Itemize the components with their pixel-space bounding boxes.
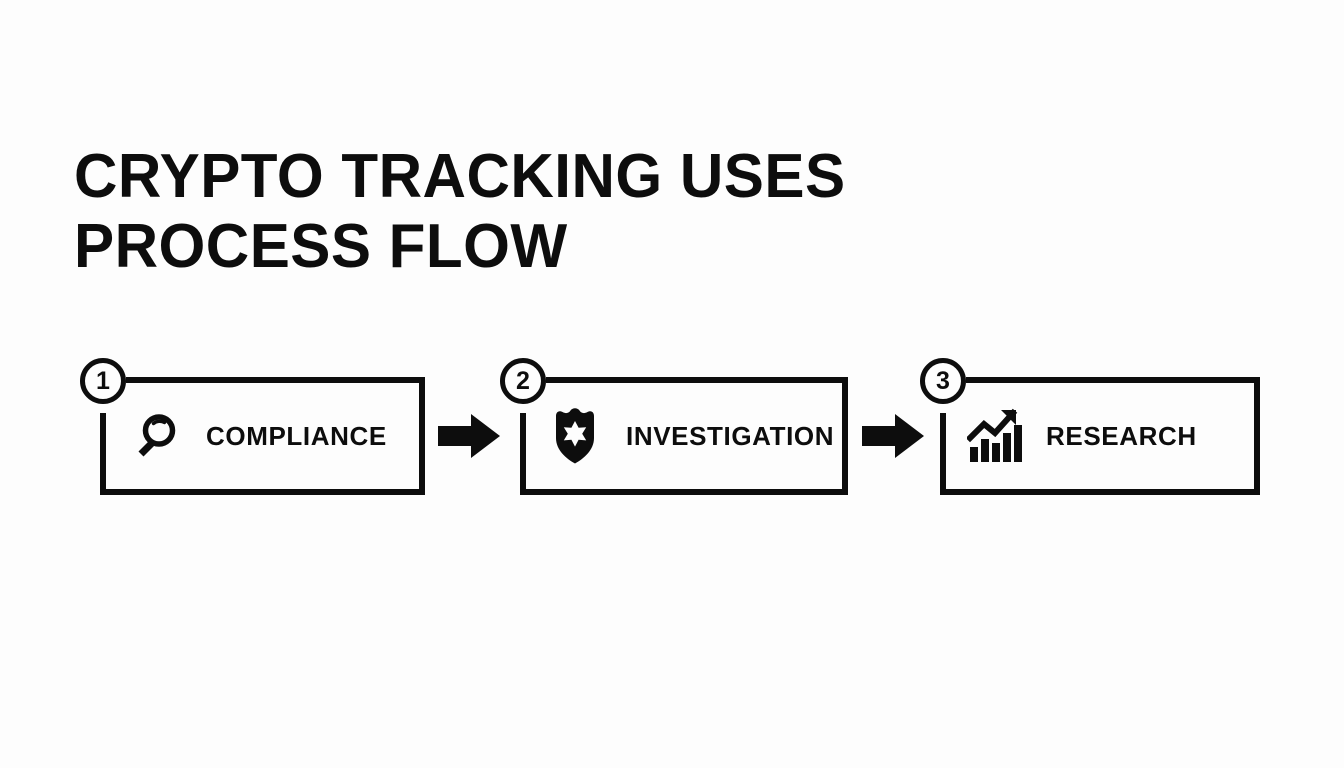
- step-label: INVESTIGATION: [626, 420, 835, 451]
- flow-step-research[interactable]: 3 RESEARCH: [920, 355, 1260, 505]
- step-number-badge: 3: [920, 358, 966, 404]
- step-number-badge: 1: [80, 358, 126, 404]
- police-badge-icon: [546, 407, 604, 465]
- arrow-right-icon: [862, 413, 924, 459]
- arrow-right-icon: [438, 413, 500, 459]
- magnifying-glass-icon: [126, 407, 184, 465]
- step-box: [520, 377, 848, 495]
- step-number-badge: 2: [500, 358, 546, 404]
- flow-step-investigation[interactable]: 2 INVESTIGATION: [500, 355, 848, 505]
- step-content: COMPLIANCE: [100, 377, 425, 495]
- step-label: RESEARCH: [1046, 420, 1197, 451]
- process-flow: 1 COMPLIANCE 2: [0, 355, 1344, 515]
- step-label: COMPLIANCE: [206, 420, 387, 451]
- step-content: RESEARCH: [940, 377, 1260, 495]
- step-content: INVESTIGATION: [520, 377, 848, 495]
- step-box: [100, 377, 425, 495]
- step-box: [940, 377, 1260, 495]
- page-title: CRYPTO TRACKING USES PROCESS FLOW: [74, 142, 846, 281]
- bar-chart-growth-icon: [966, 407, 1024, 465]
- flow-step-compliance[interactable]: 1 COMPLIANCE: [80, 355, 425, 505]
